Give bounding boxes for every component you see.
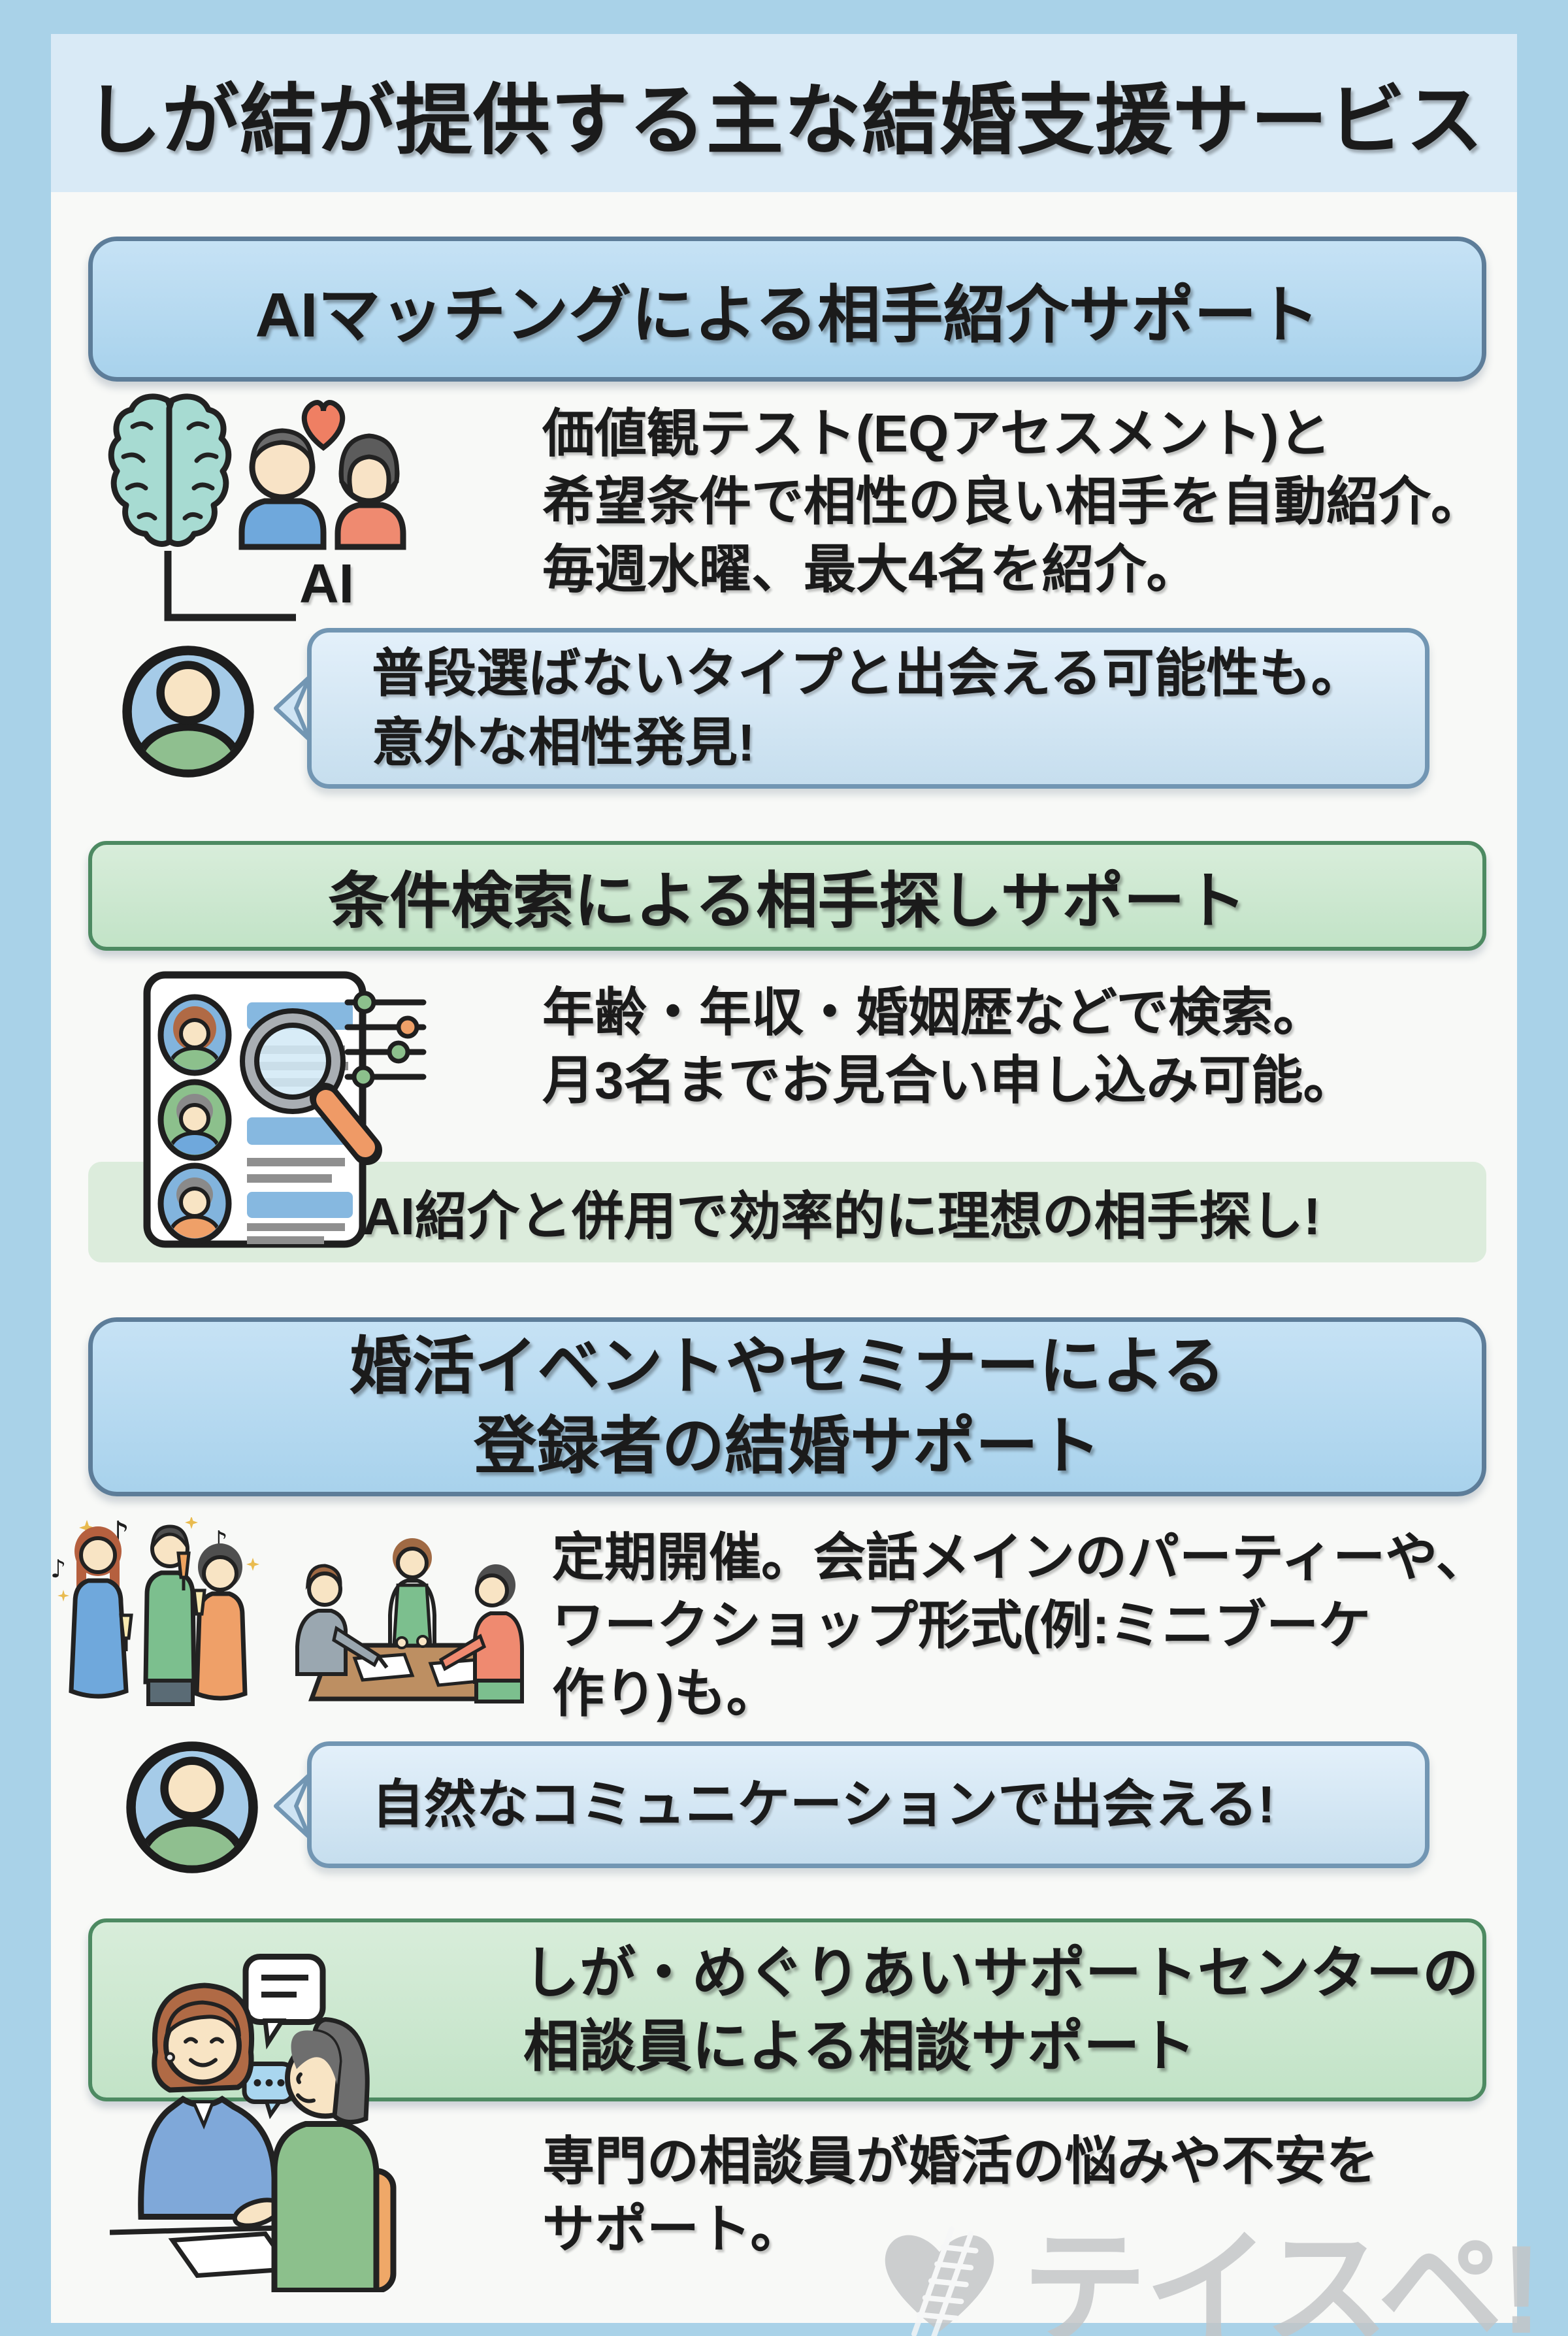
section1-body: 価値観テスト(EQアセスメント)と 希望条件で相性の良い相手を自動紹介。 毎週水… <box>542 400 1483 604</box>
section2-body: 年齢・年収・婚姻歴などで検索。 月3名までお見合い申し込み可能。 <box>542 979 1356 1115</box>
section1-body-line: 価値観テスト(EQアセスメント)と <box>542 404 1331 463</box>
bubble-line: 普段選ばないタイプと出会える可能性も。 <box>372 644 1364 702</box>
section4-header-line: 相談員による相談サポート <box>523 2015 1196 2078</box>
bubble-tail-icon <box>273 1773 312 1839</box>
music-note-icon: ♪ <box>50 1555 66 1583</box>
section3-header: 婚活イベントやセミナーによる 登録者の結婚サポート <box>88 1317 1486 1496</box>
watermark: テイスペ! <box>861 2188 1543 2336</box>
heart-icon <box>301 400 346 452</box>
speaker-avatar <box>123 1738 261 1877</box>
section3-header-line: 登録者の結婚サポート <box>474 1411 1101 1481</box>
bubble-line: 自然なコミュニケーションで出会える! <box>372 1775 1275 1834</box>
speaker-avatar <box>119 642 257 781</box>
section2-body-line: 年齢・年収・婚姻歴などで検索。 <box>542 983 1326 1042</box>
bubble-line: 意外な相性発見! <box>372 714 755 772</box>
section4-header-line: しが・めぐりあいサポートセンターの <box>523 1942 1478 2005</box>
section3-header-line: 婚活イベントやセミナーによる <box>349 1332 1226 1402</box>
brain-couple-heart-icon <box>108 393 406 621</box>
page-title: しが結が提供する主な結婚支援サービス <box>84 77 1484 164</box>
heart-ladder-icon <box>885 2226 994 2336</box>
section2-header: 条件検索による相手探しサポート <box>88 841 1486 951</box>
section3-body-line: 作り)も。 <box>552 1664 779 1722</box>
section2-header-label: 条件検索による相手探しサポート <box>328 866 1247 935</box>
section2-body-line: 月3名までお見合い申し込み可能。 <box>542 1051 1356 1110</box>
section1-header: AIマッチングによる相手紹介サポート <box>88 237 1486 382</box>
profile-card-magnifier-sliders-icon <box>143 971 427 1248</box>
title-band: しが結が提供する主な結婚支援サービス <box>51 34 1517 192</box>
section4-body-line: サポート。 <box>542 2200 803 2258</box>
section1-header-label: AIマッチングによる相手紹介サポート <box>255 280 1320 350</box>
section1-body-line: 希望条件で相性の良い相手を自動紹介。 <box>542 472 1483 531</box>
people-toast-workshop-icon: ♪ ♪ ♪ <box>50 1517 524 1706</box>
counselor-chat-icon <box>110 1954 397 2292</box>
section4-header: しが・めぐりあいサポートセンターの 相談員による相談サポート <box>88 1918 1486 2101</box>
section3-body-line: ワークショップ形式(例:ミニブーケ <box>552 1596 1371 1654</box>
watermark-text: テイスペ! <box>1022 2219 1543 2336</box>
section3-body: 定期開催。会話メインのパーティーや、 ワークショップ形式(例:ミニブーケ 作り)… <box>552 1524 1488 1728</box>
section1-speech-bubble: 普段選ばないタイプと出会える可能性も。 意外な相性発見! <box>273 628 1429 789</box>
person-avatar-icon <box>122 646 254 778</box>
section1-body-line: 毎週水曜、最大4名を紹介。 <box>542 540 1199 599</box>
ai-label: AI <box>299 553 354 614</box>
band-label: AI紹介と併用で効率的に理想の相手探し! <box>363 1187 1321 1245</box>
section4-body-line: 専門の相談員が婚活の悩みや不安を <box>542 2132 1379 2190</box>
section3-speech-bubble: 自然なコミュニケーションで出会える! <box>273 1741 1429 1868</box>
bubble-tail-icon <box>273 675 312 742</box>
person-avatar-icon <box>126 1741 258 1873</box>
section4-body: 専門の相談員が婚活の悩みや不安を サポート。 <box>542 2128 1379 2263</box>
section3-body-line: 定期開催。会話メインのパーティーや、 <box>552 1528 1488 1587</box>
